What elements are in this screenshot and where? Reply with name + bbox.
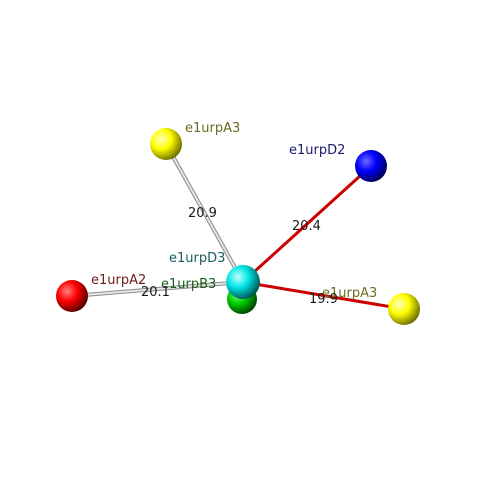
distance-label-d3-d2: 20.4 (292, 219, 321, 234)
edge-d3-a2 (71, 280, 244, 298)
node-a3-top-sphere (150, 128, 182, 160)
distance-label-d3-a3-top: 20.9 (188, 206, 217, 221)
node-d2-sphere (355, 150, 387, 182)
node-d3-label: e1urpD3 (169, 251, 225, 266)
node-a3-right-label: e1urpA3 (322, 286, 377, 301)
edge-d3-d2 (241, 164, 373, 284)
edge-d3-a3-top (164, 143, 245, 283)
node-b3-label: e1urpB3 (161, 277, 216, 292)
edge-d3-a3-right (242, 280, 405, 311)
node-d3-sphere (226, 265, 260, 299)
node-a3-right-sphere (388, 293, 420, 325)
node-a2-label: e1urpA2 (91, 273, 146, 288)
node-a2-sphere (56, 280, 88, 312)
node-d2-label: e1urpD2 (289, 143, 345, 158)
node-a3-top-label: e1urpA3 (185, 121, 240, 136)
distance-label-d3-a2: 20.1 (141, 285, 170, 300)
distance-label-d3-a3-right: 19.9 (309, 292, 338, 307)
